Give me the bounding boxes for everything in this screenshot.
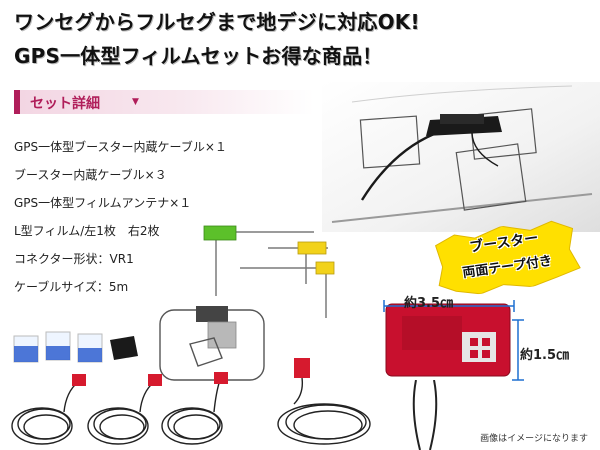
triangle-down-icon: ▼ — [132, 97, 139, 107]
item-gps-booster-cable: GPS一体型ブースター内蔵ケーブル×１ — [14, 140, 227, 154]
item-booster-cable: ブースター内蔵ケーブル×３ — [14, 168, 167, 182]
l-type-film-antennas — [203, 225, 335, 318]
gps-film-antenna — [159, 306, 265, 381]
booster-unit — [385, 303, 511, 377]
item-cable-size: ケーブルサイズ：5m — [14, 280, 129, 294]
dimension-width-label: 約3.5㎝ — [404, 296, 454, 311]
item-gps-film-antenna: GPS一体型フィルムアンテナ×１ — [14, 196, 192, 210]
dimension-markers — [383, 300, 524, 381]
booster-cables — [11, 372, 228, 445]
set-details-header: セット詳細 ▼ — [14, 90, 314, 114]
windshield-photo — [322, 82, 600, 232]
headline-line2: GPS一体型フィルムセットお得な商品！ — [14, 44, 383, 68]
item-l-film: L型フィルム/左1枚 右2枚 — [14, 224, 160, 238]
item-connector: コネクター形状：VR1 — [14, 252, 134, 266]
headline-line1: ワンセグからフルセグまで地デジに対応OK! — [14, 10, 420, 34]
double-sided-tape-parts — [13, 331, 138, 363]
gps-cable-coil — [277, 358, 371, 445]
booster-cable-tails — [412, 380, 438, 450]
badge-burst-shape — [434, 220, 581, 295]
booster-badge: ブースター 両面テープ付き — [428, 216, 583, 300]
image-disclaimer: 画像はイメージになります — [480, 434, 588, 444]
dimension-height-label: 約1.5㎝ — [520, 348, 570, 363]
set-details-label: セット詳細 — [30, 96, 100, 112]
